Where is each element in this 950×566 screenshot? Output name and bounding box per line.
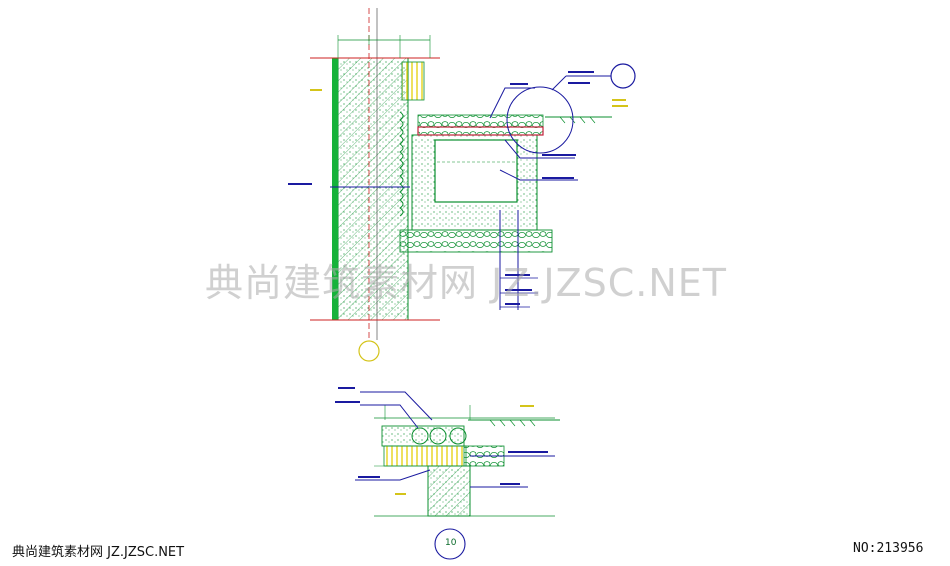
lower-detail-tag: 10 [445,538,457,548]
watermark-text: 典尚建筑素材网 JZ.JZSC.NET [205,261,728,305]
upper-section-detail [288,8,636,362]
lower-section-detail [335,387,560,560]
footer-site-label[interactable]: 典尚建筑素材网 JZ.JZSC.NET [12,545,185,560]
footer-number-label: NO:213956 [853,541,924,556]
